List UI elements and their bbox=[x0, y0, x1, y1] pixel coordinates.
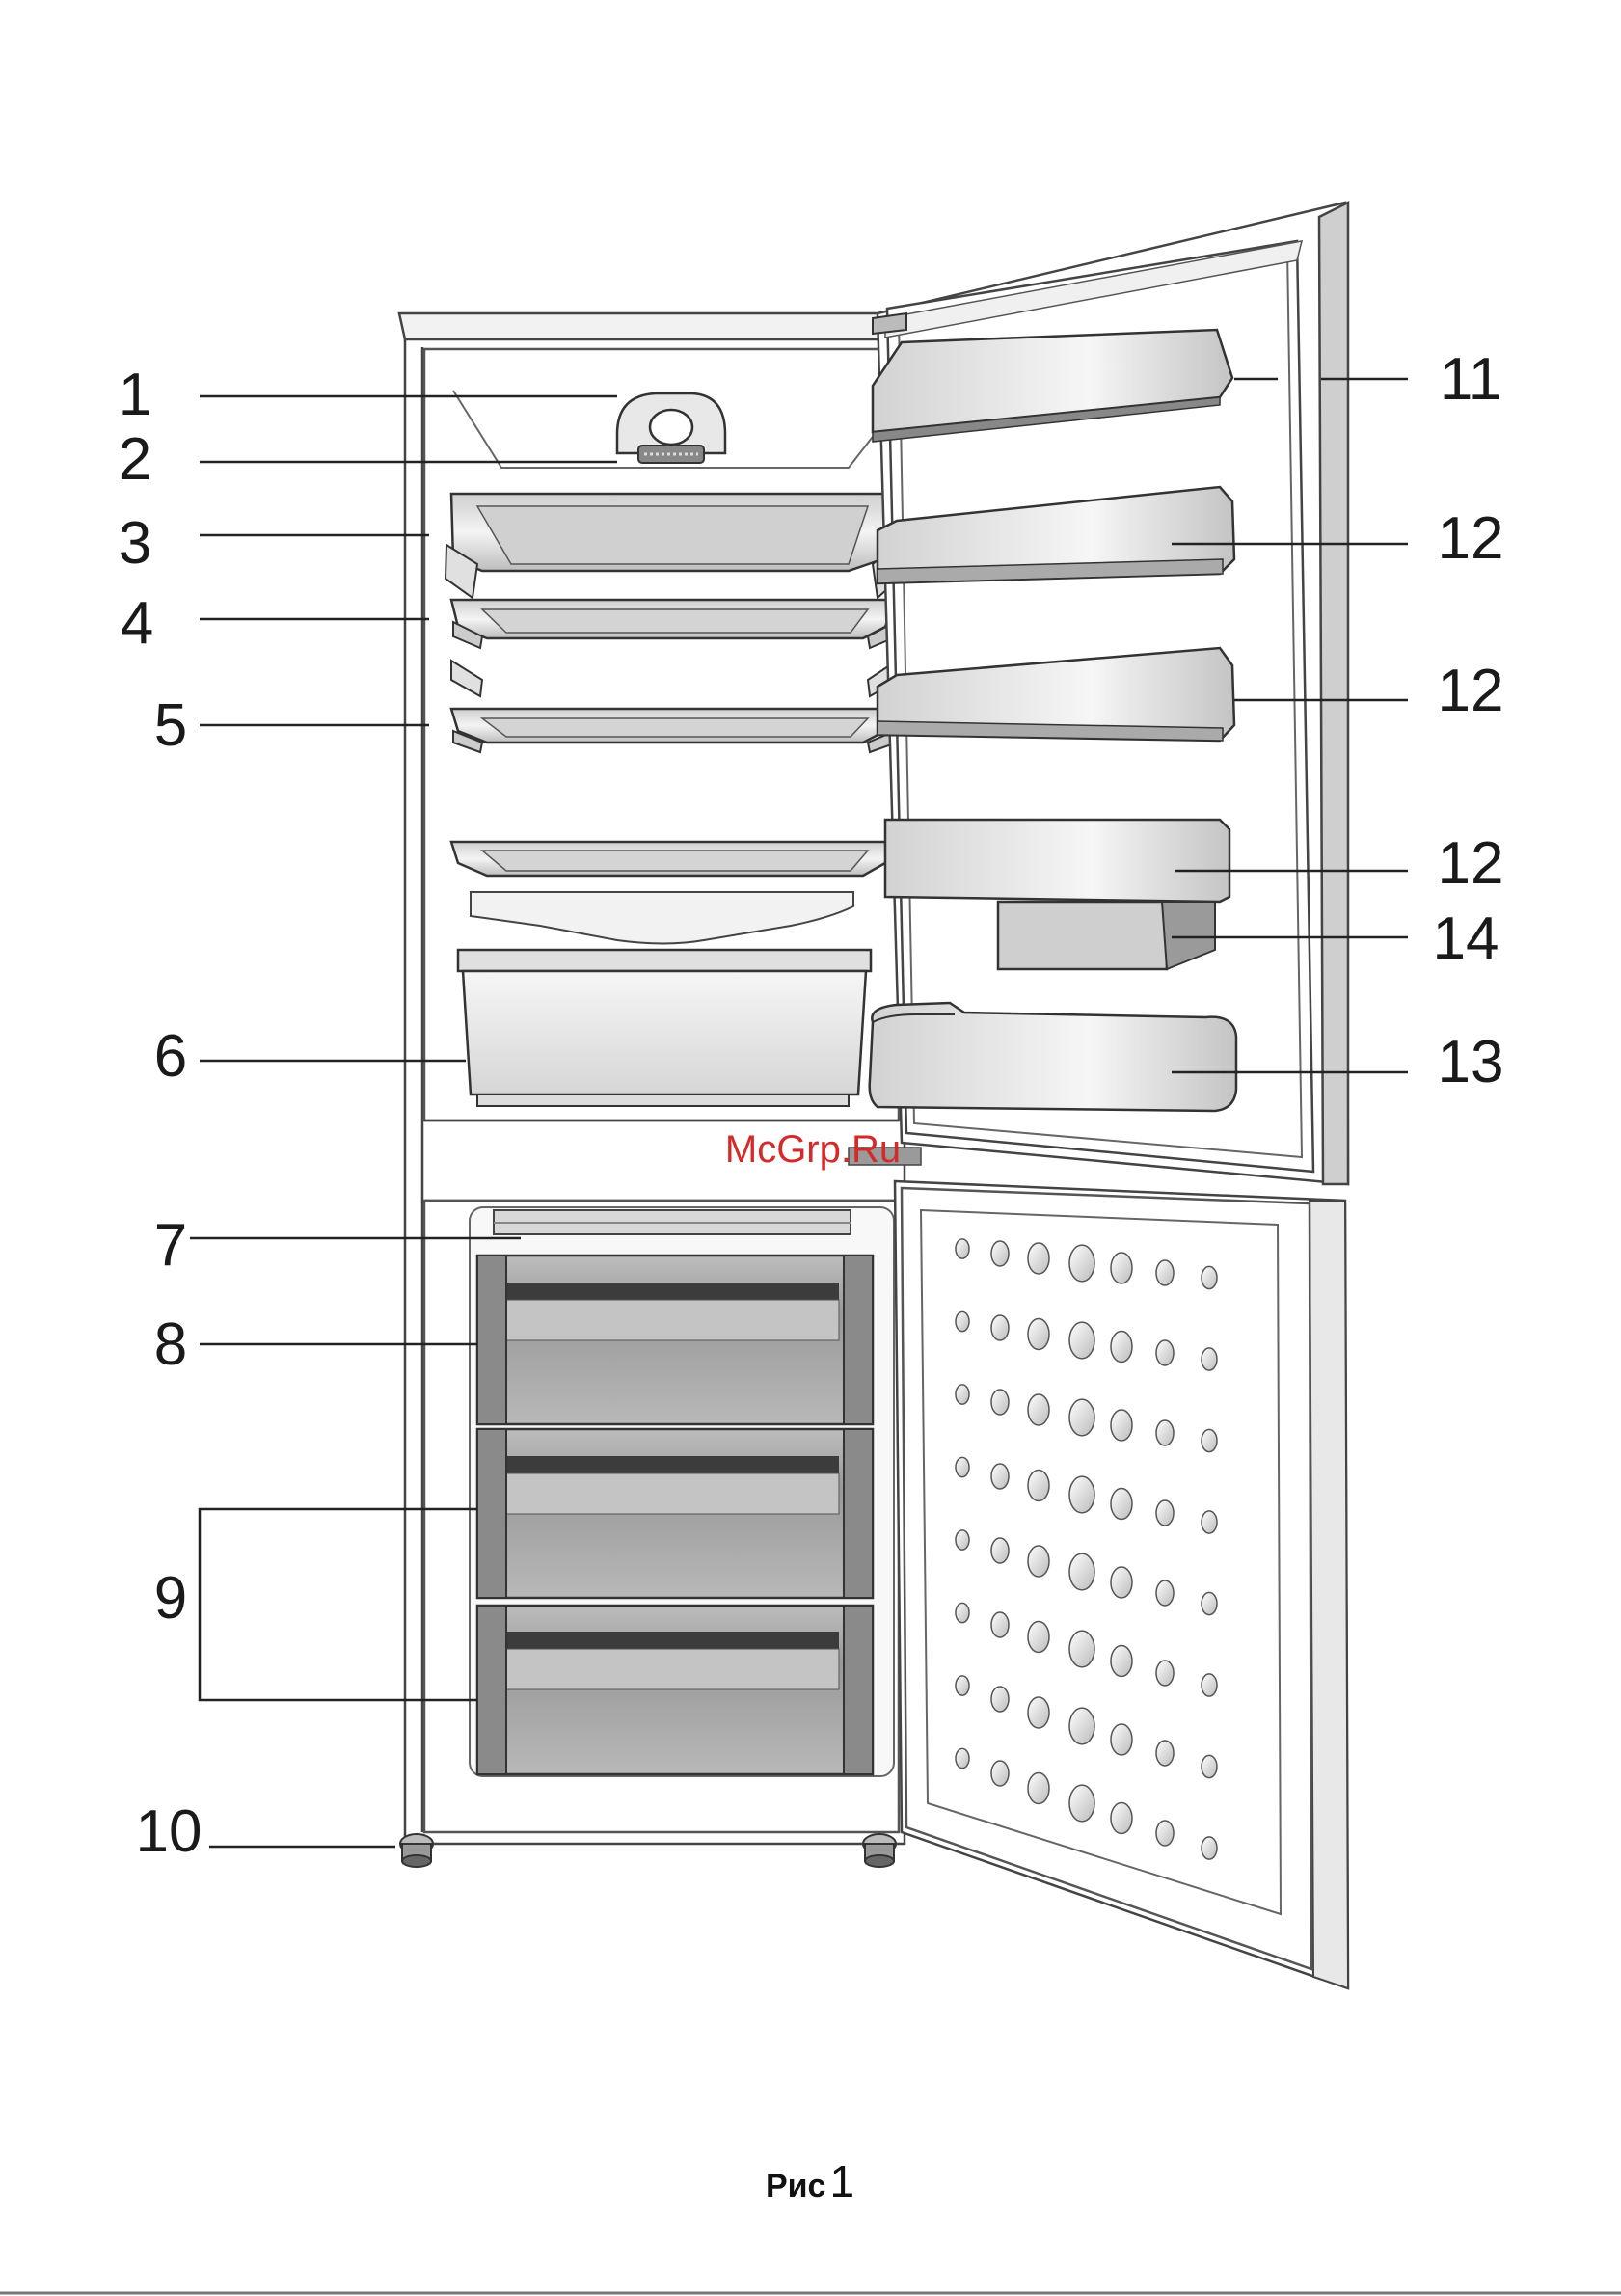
dimple bbox=[1028, 1546, 1049, 1577]
dimple bbox=[991, 1538, 1009, 1563]
freezer-drawer-middle bbox=[477, 1429, 873, 1598]
dimple bbox=[1156, 1821, 1174, 1846]
dimple bbox=[1111, 1410, 1132, 1441]
dimple bbox=[991, 1390, 1009, 1415]
egg-holder bbox=[998, 902, 1215, 969]
dimple bbox=[1156, 1661, 1174, 1686]
callout-12b: 12 bbox=[1438, 658, 1504, 724]
dimple bbox=[1202, 1266, 1217, 1288]
dimple bbox=[1069, 1631, 1094, 1667]
dimple bbox=[1069, 1476, 1094, 1513]
dimple bbox=[956, 1530, 969, 1550]
dimple bbox=[1156, 1580, 1174, 1606]
dimple bbox=[1069, 1708, 1094, 1744]
dimple bbox=[1156, 1260, 1174, 1285]
figure-caption: Рис1 bbox=[766, 2156, 854, 2206]
callout-1: 1 bbox=[119, 362, 151, 428]
dimple bbox=[1202, 1592, 1217, 1614]
adjustable-foot-left bbox=[400, 1834, 433, 1867]
dimple bbox=[956, 1239, 969, 1258]
callout-2: 2 bbox=[119, 426, 151, 493]
dimple bbox=[1202, 1429, 1217, 1451]
crisper-drawer bbox=[458, 950, 871, 1106]
dimple bbox=[1202, 1348, 1217, 1370]
dimple bbox=[1111, 1724, 1132, 1755]
glass-shelf-4 bbox=[451, 842, 895, 876]
adjustable-foot-right bbox=[863, 1834, 896, 1867]
dimple bbox=[1069, 1245, 1094, 1282]
bottle-shelf bbox=[870, 1003, 1236, 1111]
dimple bbox=[991, 1241, 1009, 1266]
dimple bbox=[1028, 1622, 1049, 1653]
dimple bbox=[991, 1612, 1009, 1637]
dimple bbox=[1111, 1646, 1132, 1677]
callout-8: 8 bbox=[154, 1311, 187, 1378]
freezer-flap bbox=[494, 1210, 851, 1234]
dimple bbox=[1069, 1553, 1094, 1590]
dimple bbox=[1028, 1773, 1049, 1804]
dimple bbox=[1111, 1253, 1132, 1283]
dimple bbox=[1028, 1471, 1049, 1501]
dimple bbox=[991, 1687, 1009, 1712]
interior-light bbox=[617, 393, 725, 463]
dimple bbox=[991, 1464, 1009, 1489]
callout-3: 3 bbox=[119, 510, 151, 577]
dimple bbox=[956, 1748, 969, 1768]
dimple bbox=[1202, 1837, 1217, 1859]
callout-11: 11 bbox=[1440, 346, 1501, 413]
dimple bbox=[1202, 1755, 1217, 1777]
dimple bbox=[956, 1385, 969, 1404]
dimple bbox=[956, 1676, 969, 1695]
freezer-drawer-bottom bbox=[477, 1606, 873, 1774]
dimple bbox=[1028, 1697, 1049, 1728]
dimple bbox=[1156, 1500, 1174, 1526]
callout-13: 13 bbox=[1438, 1029, 1504, 1095]
freezer-drawer-top bbox=[477, 1256, 873, 1424]
dimple bbox=[956, 1603, 969, 1622]
callout-5: 5 bbox=[154, 692, 187, 759]
dimple bbox=[991, 1761, 1009, 1786]
door-balcony-3 bbox=[885, 820, 1229, 902]
callout-9: 9 bbox=[154, 1565, 187, 1632]
dimple bbox=[1069, 1399, 1094, 1436]
dimple bbox=[1069, 1785, 1094, 1822]
callout-12c: 12 bbox=[1438, 830, 1504, 897]
dimple bbox=[1111, 1567, 1132, 1598]
dimple bbox=[991, 1315, 1009, 1340]
dimple bbox=[1156, 1741, 1174, 1766]
callout-14: 14 bbox=[1433, 905, 1499, 972]
callout-6: 6 bbox=[154, 1023, 187, 1090]
caption-number: 1 bbox=[829, 2156, 854, 2206]
callout-12a: 12 bbox=[1438, 505, 1504, 572]
dimple bbox=[1111, 1332, 1132, 1363]
dimple bbox=[1028, 1243, 1049, 1274]
callout-7: 7 bbox=[154, 1212, 187, 1279]
caption-prefix: Рис bbox=[766, 2168, 826, 2204]
dimple bbox=[1111, 1803, 1132, 1834]
callout-10: 10 bbox=[136, 1798, 203, 1865]
dimple bbox=[1028, 1319, 1049, 1350]
callout-4: 4 bbox=[121, 590, 153, 657]
dimple bbox=[1156, 1340, 1174, 1365]
dimple bbox=[1028, 1394, 1049, 1425]
dimple bbox=[956, 1457, 969, 1476]
dimple bbox=[1202, 1511, 1217, 1533]
dimple bbox=[1111, 1489, 1132, 1520]
cabinet-top bbox=[399, 313, 905, 339]
dimple bbox=[1069, 1322, 1094, 1359]
dimple bbox=[1202, 1674, 1217, 1696]
dimple bbox=[956, 1311, 969, 1331]
dimple bbox=[1156, 1420, 1174, 1445]
watermark: McGrp.Ru bbox=[725, 1128, 901, 1171]
